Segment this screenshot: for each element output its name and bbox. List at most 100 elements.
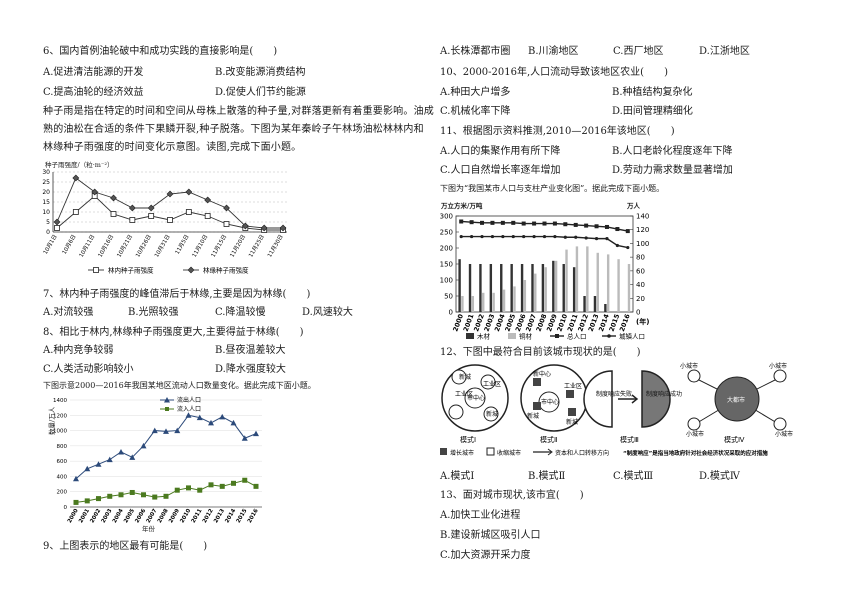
city-ytick-left-3: 150	[440, 261, 453, 269]
city-bar-1-7	[534, 273, 537, 312]
q10-option-a[interactable]: A.种田大户增多	[440, 87, 511, 98]
pop-ytick-5: 1000	[53, 429, 67, 435]
q7-option-a[interactable]: A.对流较强	[43, 307, 94, 318]
city-bar-1-10	[565, 249, 568, 312]
city-bar-1-3	[492, 292, 495, 312]
city-ytick-right-2: 40	[636, 281, 645, 289]
q8-option-c[interactable]: C.人类活动影响较小	[43, 364, 134, 375]
seed-ytick-1: 5	[46, 219, 50, 226]
seed-point-1-6	[166, 190, 174, 198]
city-bar-0-4	[500, 264, 503, 312]
city-line-point-1-13	[594, 237, 599, 241]
pop-chart-xlabel: 年份	[142, 525, 155, 533]
m2-label-4: 新城	[566, 418, 578, 426]
city-ytick-right-0: 0	[636, 309, 640, 317]
city-legend-line-label-0: 总人口	[567, 332, 587, 341]
q9-option-a[interactable]: A.长株潭都市圈	[440, 46, 511, 57]
q13-option-c[interactable]: C.加大资源开采力度	[440, 550, 531, 561]
m4-label-1: 小城市	[769, 362, 787, 370]
passage2: 下图示意2000—2016年我国某地区流动人口数量变化。据此完成下面小题。	[43, 381, 316, 390]
city-ytick-left-0: 0	[449, 309, 453, 317]
q9-option-d[interactable]: D.江浙地区	[699, 46, 750, 57]
q13-stem: 13、面对城市现状,该市宜( )	[440, 490, 584, 501]
city-line-point-1-14	[605, 237, 609, 241]
city-bar-0-6	[520, 264, 524, 312]
pop-point-1-3	[107, 493, 113, 499]
q7-option-c[interactable]: C.降温较慢	[215, 307, 266, 318]
city-line-point-1-3	[490, 234, 495, 239]
q11-option-a[interactable]: A.人口的集聚作用有所下降	[440, 146, 561, 157]
q12-option-b[interactable]: B.模式Ⅱ	[528, 471, 566, 482]
seed-point-0-0	[54, 225, 60, 231]
q7-option-b[interactable]: B.光照较强	[128, 307, 179, 318]
q9-option-c[interactable]: C.西厂地区	[613, 46, 664, 57]
city-line-point-0-15	[615, 227, 620, 232]
q12-option-c[interactable]: C.模式Ⅲ	[613, 471, 654, 482]
q11-option-b[interactable]: B.人口老龄化程度逐年下降	[612, 146, 733, 157]
city-bar-0-0	[458, 259, 461, 312]
city-bar-0-8	[541, 264, 545, 312]
q8-option-a[interactable]: A.种内竞争较弱	[43, 345, 114, 356]
city-line-point-0-14	[604, 224, 609, 229]
pop-point-1-14	[231, 480, 236, 486]
pop-point-1-9	[174, 487, 180, 493]
city-line-point-0-4	[500, 220, 505, 225]
q6-option-b[interactable]: B.改变能源消费结构	[215, 67, 306, 78]
q12-option-d[interactable]: D.模式Ⅳ	[699, 471, 740, 482]
city-chart-ylabel-left: 万立方米/万吨	[441, 202, 483, 210]
pop-ytick-3: 600	[57, 459, 68, 465]
pop-point-1-16	[253, 483, 259, 489]
seed-point-1-9	[223, 204, 230, 212]
q12-option-a[interactable]: A.模式Ⅰ	[440, 471, 475, 482]
pop-point-1-11	[197, 487, 203, 493]
q6-option-d[interactable]: D.促使人们节约能源	[215, 87, 306, 98]
city-ytick-right-3: 60	[636, 267, 645, 275]
q10-option-b[interactable]: B.种植结构复杂化	[612, 87, 693, 98]
city-line-point-0-8	[542, 221, 547, 226]
city-line-point-0-12	[584, 223, 589, 228]
legend-shrink: 收缩城市	[497, 449, 521, 457]
q8-option-b[interactable]: B.昼夜温差较大	[215, 345, 286, 356]
pop-point-0-0	[73, 475, 79, 482]
q13-option-a[interactable]: A.加快工业化进程	[440, 510, 521, 521]
city-bar-0-9	[552, 260, 555, 312]
q10-option-c[interactable]: C.机械化率下降	[440, 106, 511, 117]
pop-point-0-2	[95, 461, 102, 467]
q11-option-c[interactable]: C.人口自然增长率逐年增加	[440, 165, 561, 176]
q12-stem: 12、下图中最符合目前该城市现状的是( )	[440, 347, 641, 358]
q10-option-d[interactable]: D.田间管理精细化	[612, 106, 693, 117]
passage1-line1: 种子雨是指在特定的时间和空间从母株上散落的种子量,对群落更新有着重要影响。油成	[43, 106, 434, 117]
pop-point-0-12	[208, 419, 214, 426]
pop-ytick-4: 800	[57, 444, 68, 450]
q6-option-c[interactable]: C.提高油轮的经济效益	[43, 87, 144, 98]
pop-point-1-0	[73, 499, 79, 505]
m2-label-2: 市中心	[541, 398, 559, 406]
seed-point-1-3	[110, 194, 117, 202]
legend-note: “制度响应”是指当地政府针对社会经济状况采取的应对措施	[623, 449, 768, 457]
m4-label-4: 小城市	[775, 430, 793, 438]
seed-ytick-3: 15	[42, 199, 50, 206]
models-legend: 增长城市 收缩城市 资本和人口转移方向 “制度响应”是指当地政府针对社会经济状况…	[440, 447, 768, 457]
q6-option-a[interactable]: A.促进清洁能源的开发	[43, 67, 144, 78]
pop-point-1-15	[242, 477, 248, 483]
m1-label-2: 新城	[459, 373, 471, 381]
q11-option-d[interactable]: D.劳动力需求数量显著增加	[612, 165, 733, 176]
m3-label-1: 制度响应成功	[646, 390, 682, 398]
city-line-point-1-15	[615, 243, 619, 248]
seed-point-1-7	[185, 188, 193, 196]
q9-option-b[interactable]: B.川渝地区	[528, 46, 579, 57]
city-line-point-1-11	[574, 235, 578, 239]
seed-ytick-5: 25	[42, 179, 50, 186]
pop-legend-marker-1	[165, 407, 169, 411]
q8-option-d[interactable]: D.降水强度较大	[215, 364, 286, 375]
city-ytick-right-5: 100	[636, 240, 649, 248]
q13-option-b[interactable]: B.建设新城区吸引人口	[440, 530, 541, 541]
q7-option-d[interactable]: D.风速较大	[302, 307, 353, 318]
pop-legend-label-0: 流出人口	[177, 396, 201, 404]
city-bar-0-5	[510, 264, 513, 312]
m2-label-3: 新城	[527, 412, 539, 420]
city-legend-line-marker-0	[555, 334, 559, 338]
